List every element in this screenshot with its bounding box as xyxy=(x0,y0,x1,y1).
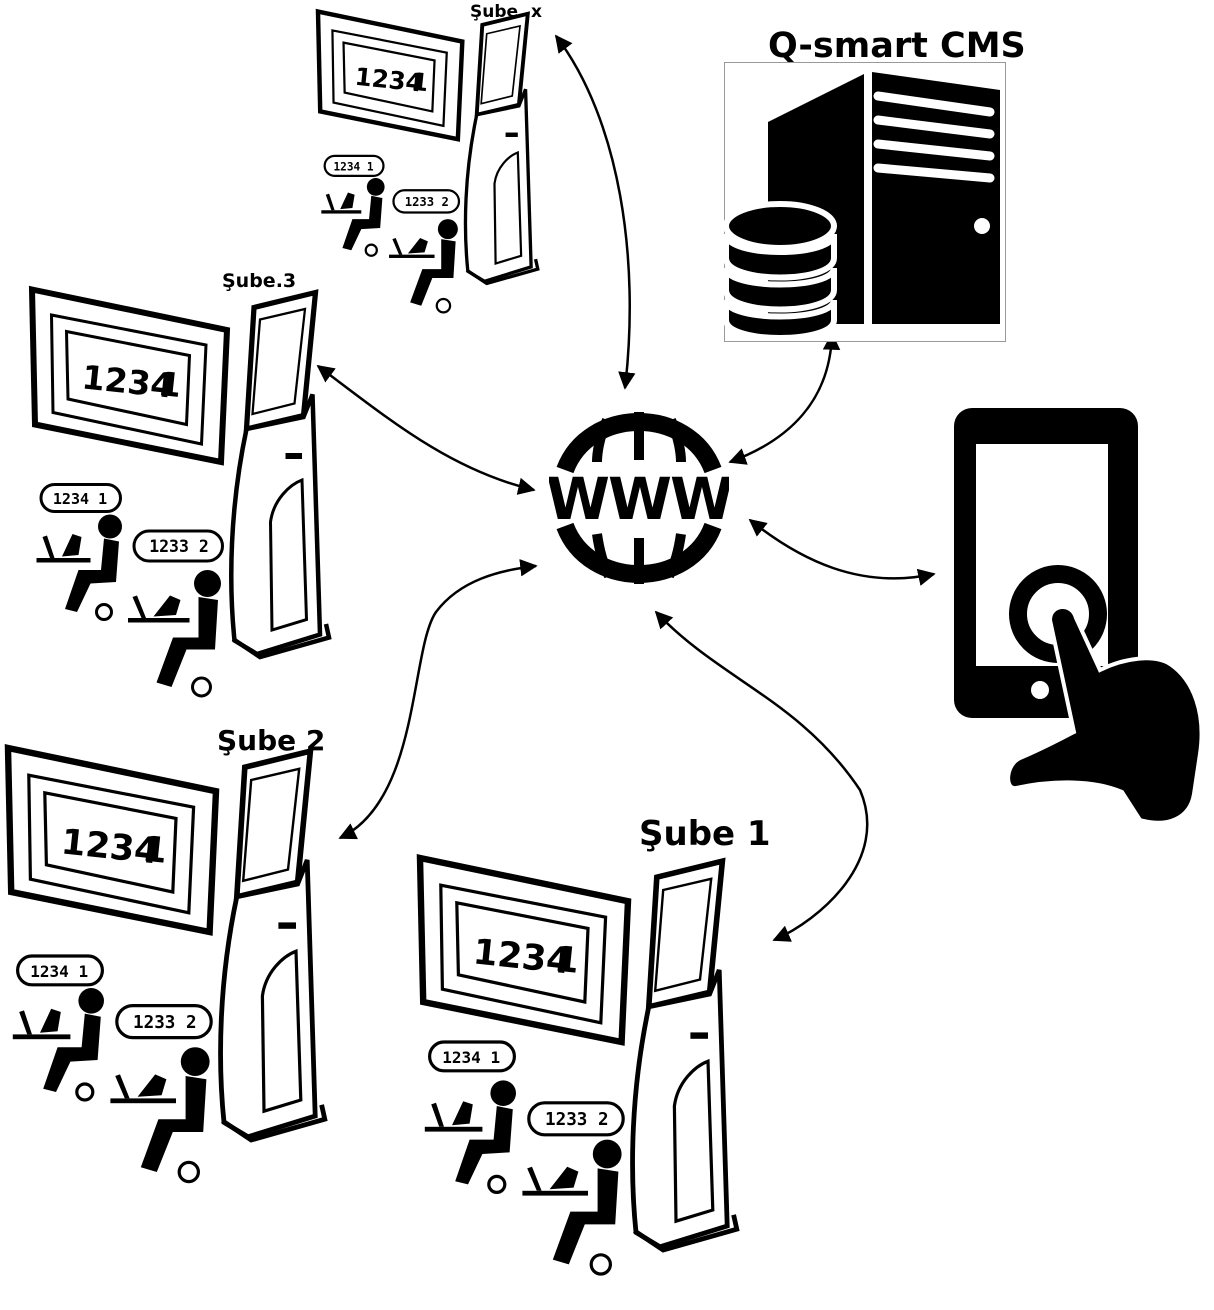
smartphone-touch-icon xyxy=(954,408,1204,825)
arrow-sube3-www xyxy=(316,364,536,495)
display-ticket-subex: 1234 xyxy=(354,62,425,98)
bubble-2-sube2: 1233 2 xyxy=(133,1013,197,1033)
globe-www-icon: WWW xyxy=(549,412,729,584)
display-counter-sube3: 1 xyxy=(156,364,183,405)
www-label: WWW xyxy=(549,465,729,533)
bubble-1-sube1: 1234 1 xyxy=(442,1048,500,1067)
server-database-icon xyxy=(724,62,1006,342)
arrow-sube2-www xyxy=(338,559,538,840)
arrow-subex-www xyxy=(554,34,636,390)
bubble-1-sube3: 1234 1 xyxy=(53,490,107,508)
display-ticket-sube3: 1234 xyxy=(80,357,175,405)
display-counter-sube1: 1 xyxy=(552,938,581,981)
bubble-1-sube2: 1234 1 xyxy=(30,962,88,981)
arrow-cms-www xyxy=(728,332,841,465)
bubble-2-subex: 1233 2 xyxy=(405,195,449,209)
display-counter-sube2: 1 xyxy=(140,828,169,871)
cms-title: Q-smart CMS xyxy=(768,26,1026,66)
display-ticket-sube2: 1234 xyxy=(59,821,161,872)
arrow-sube1-www xyxy=(654,610,869,942)
database-icon xyxy=(724,201,837,341)
branch-title-sube3: Şube.3 xyxy=(222,270,297,292)
bubble-2-sube1: 1233 2 xyxy=(545,1110,609,1130)
bubble-2-sube3: 1233 2 xyxy=(149,537,209,556)
display-counter-subex: 1 xyxy=(410,67,430,98)
bubble-1-subex: 1234 1 xyxy=(333,160,373,173)
arrow-mobile-www xyxy=(748,518,936,586)
display-ticket-sube1: 1234 xyxy=(471,931,573,982)
